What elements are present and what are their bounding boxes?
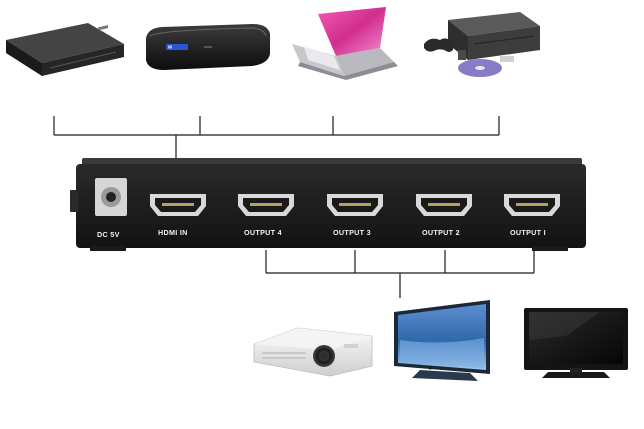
- dvd-player-icon: [6, 23, 124, 76]
- input-connection-lines: [53, 116, 500, 160]
- tv-icon: [524, 308, 628, 378]
- hdmi-in-port: [150, 194, 206, 216]
- output-4-port: [238, 194, 294, 216]
- dc-power-jack: [95, 178, 127, 216]
- output-1-label: OUTPUT I: [510, 228, 546, 237]
- hdmi-splitter: DC 5V HDMI IN OUTPUT 4 OUTPUT 3 OUTPUT 2…: [70, 158, 586, 251]
- projector-icon: [253, 327, 373, 377]
- media-player-icon: [146, 24, 270, 70]
- output-3-label: OUTPUT 3: [333, 228, 371, 237]
- output-3-port: [327, 194, 383, 216]
- game-console-icon: [424, 12, 540, 77]
- output-4-label: OUTPUT 4: [244, 228, 282, 237]
- monitor-icon: [394, 300, 490, 381]
- output-2-port: [416, 194, 472, 216]
- hdmi-in-label: HDMI IN: [158, 228, 188, 237]
- output-1-port: [504, 194, 560, 216]
- laptop-icon: [292, 7, 398, 80]
- output-connection-lines: [265, 250, 535, 298]
- dc-5v-label: DC 5V: [97, 230, 120, 239]
- output-2-label: OUTPUT 2: [422, 228, 460, 237]
